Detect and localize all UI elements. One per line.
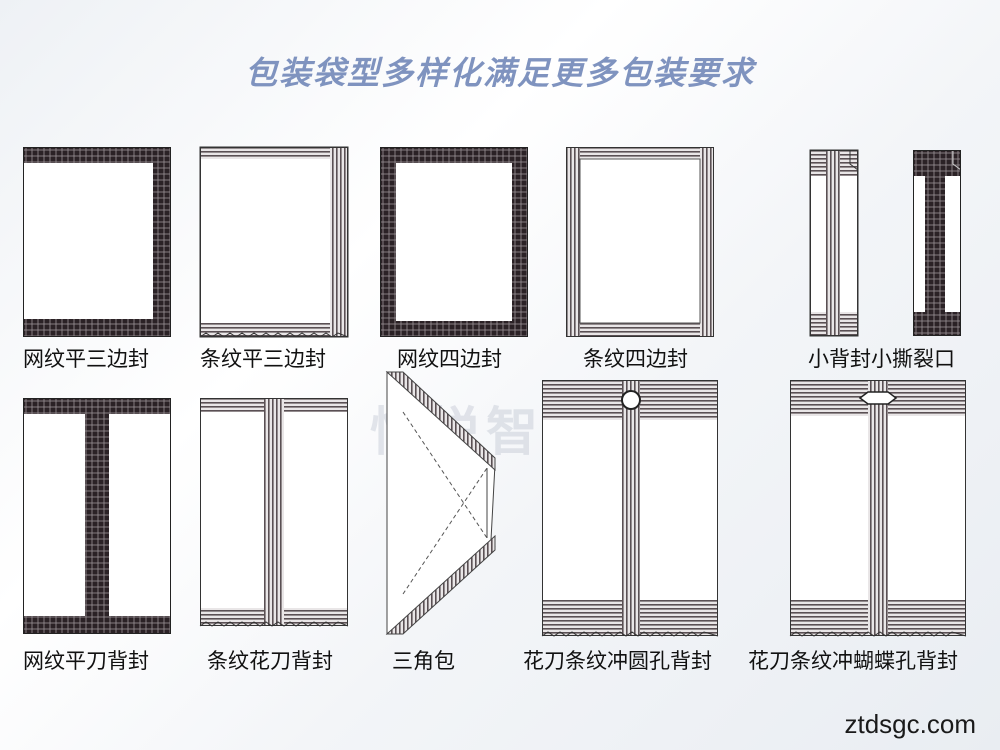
bag-mesh-three-side-seal — [23, 147, 171, 337]
bag-label-10: 花刀条纹冲蝴蝶孔背封 — [748, 649, 958, 673]
bag-mesh-four-side-seal — [380, 147, 528, 337]
bag-stripe-four-side-seal — [566, 147, 714, 337]
bag-label-7: 条纹花刀背封 — [207, 649, 333, 673]
bag-label-2: 条纹平三边封 — [200, 347, 326, 371]
bag-label-3: 网纹四边封 — [397, 347, 502, 371]
bag-stripe-fancy-knife-back-seal — [199, 398, 349, 627]
bag-label-1: 网纹平三边封 — [23, 347, 149, 371]
bag-mesh-flat-knife-back-seal — [23, 398, 171, 634]
bag-label-8: 三角包 — [392, 649, 455, 673]
bag-small-back-seal-mesh — [913, 150, 962, 336]
bag-label-4: 条纹四边封 — [583, 347, 688, 371]
bag-round-hole-back-seal — [541, 380, 719, 637]
bag-triangle-pack — [385, 370, 496, 636]
bag-label-9: 花刀条纹冲圆孔背封 — [523, 649, 712, 673]
bag-stripe-three-side-seal — [199, 146, 349, 338]
site-url: ztdsgc.com — [844, 709, 977, 739]
bag-small-back-seal-stripe — [809, 149, 859, 337]
bag-butterfly-hole-back-seal — [789, 380, 967, 637]
page-title: 包装袋型多样化满足更多包装要求 — [244, 54, 755, 92]
bag-label-6: 网纹平刀背封 — [23, 649, 149, 673]
bag-label-5: 小背封小撕裂口 — [808, 347, 955, 371]
